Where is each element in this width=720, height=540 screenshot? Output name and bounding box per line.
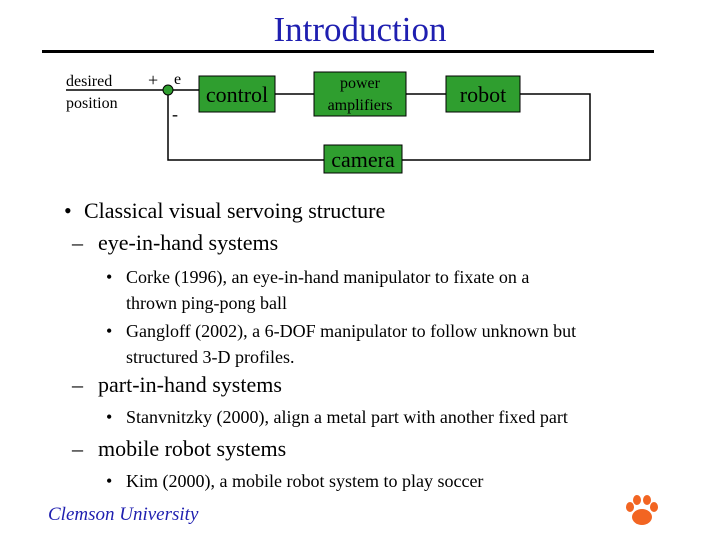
input-label-line2: position [66, 95, 118, 112]
control-label: control [206, 82, 268, 107]
power-label: power [340, 75, 381, 92]
block-diagram: control power amplifiers robot camera de… [66, 70, 591, 174]
camera-label: camera [331, 147, 395, 172]
robot-box [445, 75, 521, 113]
feedback-line-left [167, 95, 324, 161]
list-item: • Kim (2000), a mobile robot system to p… [106, 471, 484, 491]
paw-logo-icon [626, 495, 658, 525]
feedback-line-right [402, 93, 591, 161]
list-item: • Stanvnitzky (2000), align a metal part… [106, 407, 568, 427]
bullet-heading: • Classical visual servoing structure [64, 198, 386, 223]
section-mobile-robot: – mobile robot systems [72, 436, 287, 461]
amplifiers-label: amplifiers [328, 97, 393, 114]
footer-institution: Clemson University [48, 504, 199, 525]
input-label-line1: desired [66, 73, 112, 90]
robot-label: robot [460, 82, 506, 107]
section-part-in-hand: – part-in-hand systems [72, 372, 282, 397]
section-eye-in-hand: – eye-in-hand systems [72, 230, 279, 255]
plus-sign: + [148, 70, 158, 90]
summing-junction [162, 84, 174, 96]
title-divider [42, 50, 654, 53]
page-title: Introduction [273, 10, 447, 49]
power-amplifiers-box [313, 71, 407, 117]
camera-box [323, 144, 403, 174]
control-box [198, 75, 276, 113]
list-item: • Corke (1996), an eye-in-hand manipulat… [106, 267, 530, 313]
bullet-dot: • [64, 198, 72, 223]
list-item: • Gangloff (2002), a 6-DOF manipulator t… [106, 321, 577, 367]
error-label: e [174, 71, 181, 88]
minus-sign: - [172, 104, 178, 124]
